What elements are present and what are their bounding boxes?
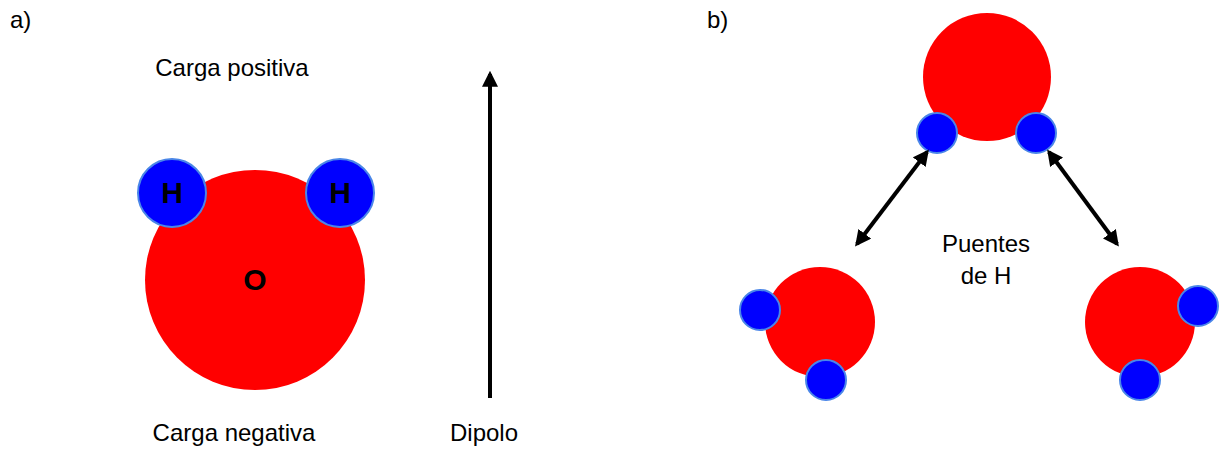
atom-symbol: O: [243, 263, 266, 297]
atom-symbol: H: [161, 176, 183, 210]
bond-label: Puentes de H: [936, 228, 1036, 292]
panel-label: b): [707, 4, 728, 36]
dipole-arrow: [488, 74, 492, 398]
dipole-label: Dipolo: [450, 417, 518, 449]
charge-label: Carga positiva: [155, 52, 308, 84]
hydrogen-bond-arrow: [1049, 152, 1117, 244]
charge-label: Carga negativa: [153, 417, 316, 449]
water-molecule: [917, 13, 1056, 153]
water-molecule: [1085, 267, 1218, 400]
panel-label: a): [10, 4, 31, 36]
hydrogen-atom: H: [305, 158, 375, 228]
water-molecule: [740, 267, 875, 400]
hydrogen-atom: H: [137, 158, 207, 228]
atom-symbol: H: [329, 176, 351, 210]
hydrogen-bond-arrow: [857, 152, 927, 244]
